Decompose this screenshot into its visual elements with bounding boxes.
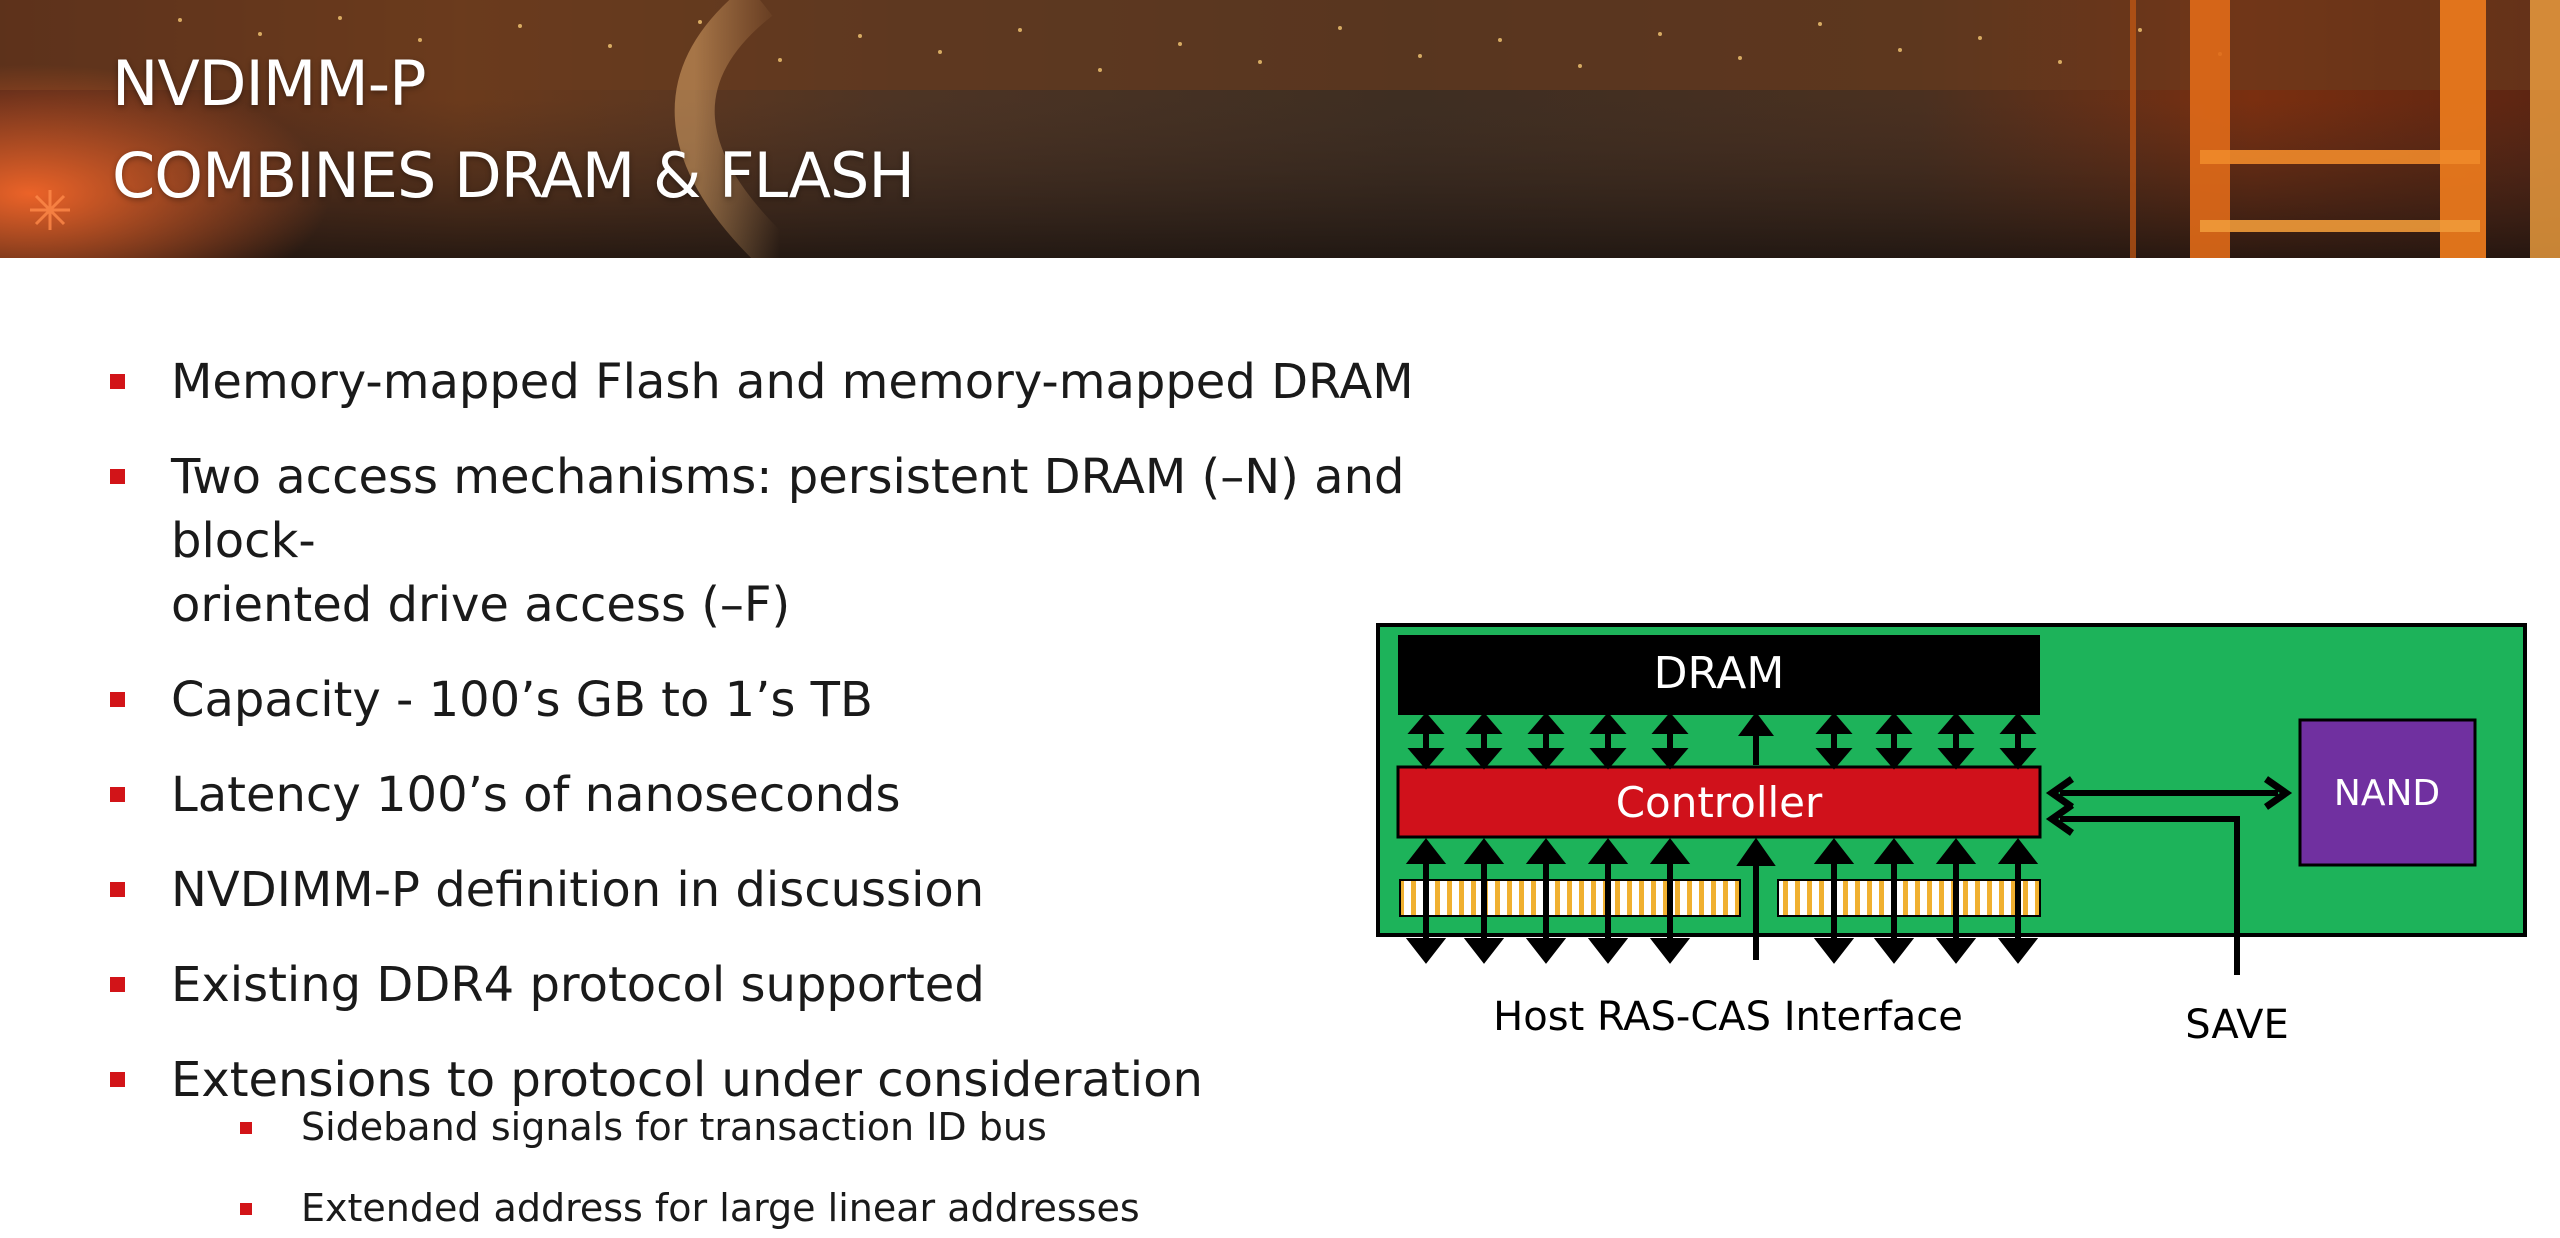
bullet-item: Extensions to protocol under considerati…	[106, 1048, 1506, 1233]
bullet-square-icon	[110, 1072, 125, 1087]
controller-nand-arrow	[2045, 776, 2293, 810]
bullet-text-line1: Two access mechanisms: persistent DRAM (…	[171, 449, 1405, 569]
host-interface-arrows	[1405, 837, 2039, 964]
sub-bullet-text: Extended address for large linear addres…	[301, 1186, 1140, 1230]
controller-block	[1396, 765, 2042, 839]
slide-title-line2: COMBINES DRAM & FLASH	[112, 139, 915, 212]
nand-block	[2298, 718, 2477, 867]
bullet-square-icon	[110, 882, 125, 897]
controller-label: Controller	[1616, 778, 1823, 827]
bullet-text: Extensions to protocol under considerati…	[171, 1052, 1203, 1108]
edge-connector-left	[1399, 879, 1741, 917]
dram-block	[1398, 635, 2040, 715]
slide-title: NVDIMM-P COMBINES DRAM & FLASH	[112, 38, 915, 222]
bullet-square-icon	[110, 469, 125, 484]
nand-label: NAND	[2334, 773, 2440, 814]
bullet-square-icon	[110, 692, 125, 707]
bullet-text: Existing DDR4 protocol supported	[171, 957, 985, 1013]
bullet-text: Latency 100’s of nanoseconds	[171, 767, 901, 823]
dram-label: DRAM	[1654, 648, 1785, 699]
sub-bullet-square-icon	[240, 1203, 252, 1215]
bullet-item: Memory-mapped Flash and memory-mapped DR…	[106, 350, 1506, 414]
sub-bullet-text: Sideband signals for transaction ID bus	[301, 1105, 1047, 1149]
sub-bullet-item: Sideband signals for transaction ID bus	[236, 1102, 1571, 1152]
bullet-item: NVDIMM-P definition in discussion	[106, 858, 1506, 922]
bullet-text: Capacity - 100’s GB to 1’s TB	[171, 672, 873, 728]
bullet-item: Capacity - 100’s GB to 1’s TB	[106, 668, 1506, 732]
save-label: SAVE	[2185, 1002, 2289, 1048]
save-signal-line	[2045, 802, 2240, 975]
header-banner: NVDIMM-P COMBINES DRAM & FLASH	[0, 0, 2560, 258]
sub-bullet-item: Extended address for large linear addres…	[236, 1183, 1571, 1233]
bullet-square-icon	[110, 787, 125, 802]
bullet-text: NVDIMM-P definition in discussion	[171, 862, 985, 918]
sub-bullet-list: Sideband signals for transaction ID bus …	[236, 1102, 1571, 1233]
edge-connector-right	[1777, 879, 2041, 917]
dram-controller-arrows	[1407, 712, 2037, 770]
bullet-item: Existing DDR4 protocol supported	[106, 953, 1506, 1017]
nvdimm-diagram-svg: DRAM Controller NAND	[1376, 623, 2527, 1048]
bullet-list: Memory-mapped Flash and memory-mapped DR…	[106, 350, 1506, 1238]
nvdimm-diagram: DRAM Controller NAND	[1360, 615, 2530, 1069]
bullet-text: Memory-mapped Flash and memory-mapped DR…	[171, 354, 1414, 410]
bullet-item: Latency 100’s of nanoseconds	[106, 763, 1506, 827]
bullet-square-icon	[110, 374, 125, 389]
host-interface-label: Host RAS-CAS Interface	[1493, 994, 1963, 1040]
city-background-image	[0, 0, 2560, 258]
bullet-text-line2: oriented drive access (–F)	[171, 577, 791, 633]
sub-bullet-square-icon	[240, 1122, 252, 1134]
slide-title-line1: NVDIMM-P	[112, 47, 427, 120]
bullet-square-icon	[110, 977, 125, 992]
bullet-item: Two access mechanisms: persistent DRAM (…	[106, 445, 1506, 637]
